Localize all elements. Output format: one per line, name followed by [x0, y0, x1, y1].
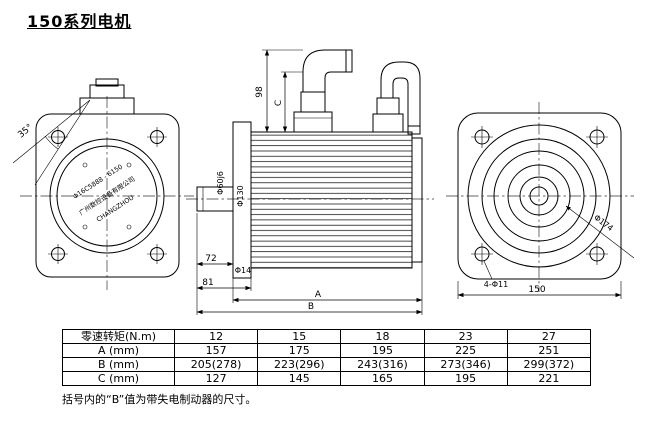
page-title: 150系列电机	[27, 12, 132, 31]
front-connector	[79, 78, 135, 115]
table-cell: 145	[257, 371, 342, 386]
table-cell: B (mm)	[62, 357, 175, 372]
dim-81: 81	[196, 278, 252, 291]
table-header-cell: 15	[257, 329, 342, 344]
rear-concentric-rings	[467, 124, 611, 268]
table-header-cell: 12	[173, 329, 259, 344]
dim-72: 72	[196, 213, 234, 315]
table-cell: 273(346)	[423, 357, 508, 372]
face-screws	[82, 162, 132, 230]
dim-150: 150	[457, 281, 622, 299]
dim-a: A	[232, 262, 423, 315]
table-cell: 223(296)	[257, 357, 342, 372]
dim-72-label: 72	[205, 254, 216, 264]
dim-shaft-label: Φ60j6	[216, 171, 225, 195]
table-header-cell: 零速转矩(N.m)	[62, 329, 175, 344]
table-cell: 205(278)	[173, 357, 259, 372]
table-row-a: A (mm) 157 175 195 225 251	[62, 343, 591, 358]
side-view: 98 C Φ60j6 Φ130 72 Φ14 81	[186, 49, 434, 315]
rear-view: Φ174 4-Φ11 150	[446, 102, 635, 299]
rear-cap	[411, 137, 423, 263]
motor-body-fins	[251, 132, 412, 268]
table-cell: 195	[340, 343, 425, 358]
dim-b: B	[196, 302, 423, 315]
dim-98: 98	[251, 49, 303, 133]
table-row-b: B (mm) 205(278) 223(296) 243(316) 273(34…	[62, 357, 591, 372]
table-cell: C (mm)	[62, 371, 175, 386]
spec-table: 零速转矩(N.m) 12 15 18 23 27 A (mm) 157 175 …	[62, 329, 591, 386]
dim-holes: 4-Φ11	[483, 260, 508, 289]
footnote: 括号内的“B”值为带失电制动器的尺寸。	[62, 393, 257, 406]
table-header-cell: 27	[506, 329, 591, 344]
dim-phi174: Φ174	[565, 205, 635, 259]
table-cell: 225	[423, 343, 508, 358]
motor-face-outer	[49, 138, 165, 254]
table-cell: 175	[257, 343, 342, 358]
table-header-cell: 18	[340, 329, 425, 344]
front-bolt-holes	[48, 127, 167, 264]
table-cell: 243(316)	[340, 357, 425, 372]
dim-98-label: 98	[255, 86, 265, 98]
dim-a-label: A	[315, 290, 322, 300]
dim-phi174-label: Φ174	[592, 213, 615, 233]
rear-flange	[457, 112, 622, 280]
front-flange	[35, 113, 180, 278]
angle-label: 35°	[16, 123, 35, 141]
table-cell: 195	[423, 371, 508, 386]
nameplate: Φ16C5888 - 6150 广州数控设备有限公司 CHANGZHOU	[71, 163, 136, 224]
dim-150-label: 150	[528, 285, 545, 295]
table-cell: A (mm)	[62, 343, 175, 358]
dim-phi14-label: Φ14	[235, 266, 251, 275]
table-cell: 221	[506, 371, 591, 386]
power-connector	[293, 49, 353, 133]
dim-b-label: B	[308, 302, 314, 312]
encoder-connector	[372, 61, 421, 135]
dim-c: C	[274, 71, 303, 133]
dim-81-label: 81	[202, 278, 213, 288]
table-row-header: 零速转矩(N.m) 12 15 18 23 27	[62, 329, 591, 344]
table-cell: 127	[173, 371, 259, 386]
table-row-c: C (mm) 127 145 165 195 221	[62, 371, 591, 386]
nameplate-model: Φ16C5888 - 6150	[71, 163, 124, 201]
shaft	[196, 186, 234, 212]
dim-holes-label: 4-Φ11	[484, 280, 508, 289]
angle-annotation: 35°	[12, 99, 91, 186]
table-cell: 251	[506, 343, 591, 358]
table-cell: 165	[340, 371, 425, 386]
table-cell: 157	[173, 343, 259, 358]
front-view: Φ16C5888 - 6150 广州数控设备有限公司 CHANGZHOU 35°	[12, 78, 194, 290]
dim-pilot-label: Φ130	[236, 185, 245, 207]
table-header-cell: 23	[423, 329, 508, 344]
dim-c-label: C	[274, 100, 284, 106]
rear-bolt-holes	[471, 126, 608, 265]
table-cell: 299(372)	[506, 357, 591, 372]
motor-face-inner	[56, 145, 158, 247]
